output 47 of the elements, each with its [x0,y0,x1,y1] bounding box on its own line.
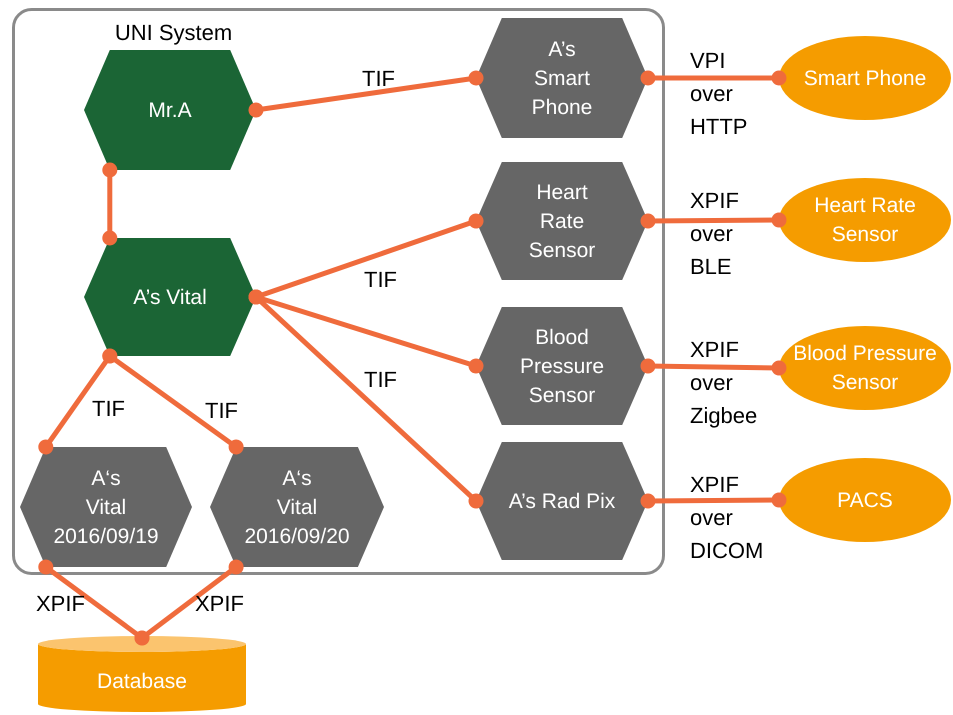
node-label: Heart Rate Sensor [813,193,917,248]
hexagon-node [84,238,256,356]
connector [640,358,786,376]
node-label: Mr.A [148,98,192,124]
node-label: A’s Vital [133,284,207,310]
node-label: Database [97,668,187,694]
node-label: PACS [837,488,893,514]
node-label: Smart Phone [804,66,926,92]
node-label: A’s Smart Phone [532,36,592,120]
node-label: Blood Pressure Sensor [520,324,604,408]
ellipse-node [779,458,951,542]
system-title: UNI System [114,19,232,47]
edge-label: TIF [364,266,397,294]
connector [102,162,118,246]
node-label: A’s Rad Pix [508,488,616,514]
ellipse-node [779,36,951,120]
edge-label: XPIF [36,590,85,618]
node-label: A‘s Vital 2016/09/20 [244,466,350,550]
node-label: A‘s Vital 2016/09/19 [53,466,159,550]
edge-label: TIF [364,366,397,394]
node-label: Blood Pressure Sensor [792,341,938,396]
hexagon-node [476,162,648,280]
ellipse-node [779,178,951,262]
edge-label: VPI over HTTP [690,47,748,141]
hexagon-node [476,442,648,560]
edge-label: XPIF over DICOM [690,471,764,565]
connector [248,70,484,118]
edge-label: TIF [362,65,395,93]
hexagon-node [84,50,256,170]
edge-label: XPIF [195,590,244,618]
connector [248,290,484,508]
connector [640,492,786,508]
hexagon-node [20,447,192,567]
edge-label: TIF [205,397,238,425]
system-boundary [12,8,665,575]
hexagon-node [210,447,384,567]
ellipse-node [779,326,951,410]
edge-label: TIF [92,395,125,423]
hexagon-node [476,307,648,425]
connector [134,560,244,646]
edge-label: XPIF over Zigbee [690,336,758,430]
connector [102,348,244,454]
hexagon-node [476,18,648,138]
node-label: Heart Rate Sensor [528,180,596,264]
edge-label: XPIF over BLE [690,187,739,281]
connector [640,212,786,228]
connector [640,70,786,86]
